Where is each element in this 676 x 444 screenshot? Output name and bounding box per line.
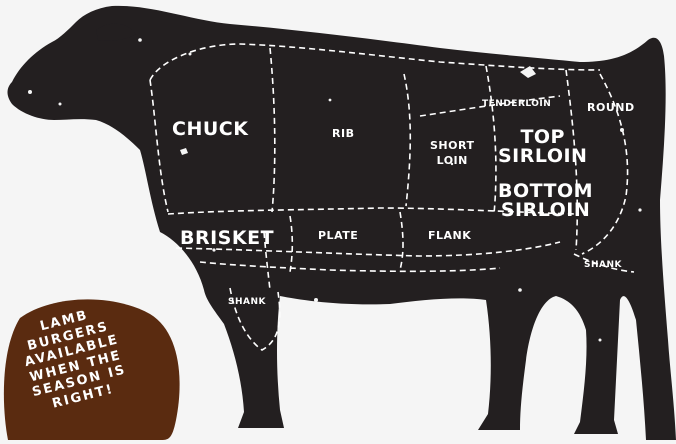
cut-top-sirloin-label: TOP SIRLOIN <box>498 128 587 166</box>
cut-bottom-sirloin-line-2: SIRLOIN <box>498 201 593 220</box>
cut-flank-label: FLANK <box>428 230 471 241</box>
cut-plate-label: PLATE <box>318 230 358 241</box>
cut-bottom-sirloin-label: BOTTOM SIRLOIN <box>498 182 593 220</box>
cut-top-sirloin-line-2: SIRLOIN <box>498 147 587 166</box>
cut-short-loin-line-1: SHORT <box>430 140 474 151</box>
cut-rib-label: RIB <box>332 128 354 139</box>
cut-brisket-label: BRISKET <box>180 229 274 248</box>
cut-tenderloin-label: TENDERLOIN <box>482 100 551 109</box>
cut-shank-front-label: SHANK <box>228 298 266 307</box>
cut-chuck-label: CHUCK <box>172 120 248 139</box>
cut-shank-rear-label: SHANK <box>584 261 622 270</box>
cut-short-loin-label: SHORT LOIN <box>430 140 474 166</box>
cut-short-loin-line-2: LOIN <box>430 155 474 166</box>
cut-round-label: ROUND <box>587 102 635 113</box>
